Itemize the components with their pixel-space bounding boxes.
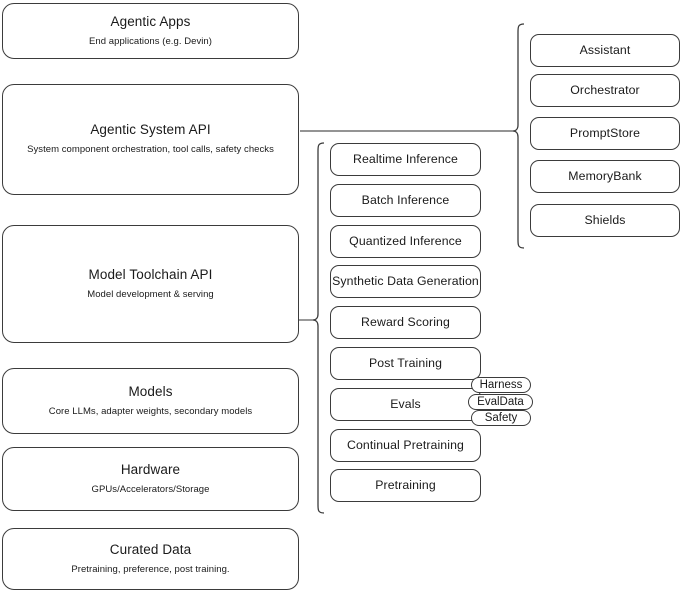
layer-subtitle: Core LLMs, adapter weights, secondary mo…: [48, 405, 253, 417]
layer-title: Models: [128, 383, 173, 399]
capability-box-synthetic-data-generation[interactable]: Synthetic Data Generation: [330, 265, 481, 298]
capability-box-reward-scoring[interactable]: Reward Scoring: [330, 306, 481, 339]
eval-pill-evaldata[interactable]: EvalData: [468, 394, 533, 410]
capability-title: Evals: [390, 396, 421, 411]
capability-title: Synthetic Data Generation: [332, 273, 479, 288]
eval-pill-safety[interactable]: Safety: [471, 410, 531, 426]
layer-box-hardware[interactable]: Hardware GPUs/Accelerators/Storage: [2, 447, 299, 511]
layer-subtitle: Model development & serving: [87, 288, 214, 300]
layer-title: Curated Data: [109, 541, 192, 557]
capability-box-batch-inference[interactable]: Batch Inference: [330, 184, 481, 217]
capability-title: Continual Pretraining: [347, 437, 464, 452]
layer-box-agentic-system-api[interactable]: Agentic System API System component orch…: [2, 84, 299, 195]
brace-right: [512, 23, 525, 249]
layer-box-agentic-apps[interactable]: Agentic Apps End applications (e.g. Devi…: [2, 3, 299, 59]
layer-subtitle: Pretraining, preference, post training.: [71, 563, 230, 575]
capability-box-pretraining[interactable]: Pretraining: [330, 469, 481, 502]
capability-title: Post Training: [368, 355, 443, 370]
component-box-assistant[interactable]: Assistant: [530, 34, 680, 67]
layer-box-model-toolchain-api[interactable]: Model Toolchain API Model development & …: [2, 225, 299, 343]
layer-title: Agentic Apps: [110, 13, 191, 29]
component-title: Orchestrator: [570, 82, 640, 97]
capability-title: Realtime Inference: [352, 151, 458, 166]
component-box-promptstore[interactable]: PromptStore: [530, 117, 680, 150]
capability-box-post-training[interactable]: Post Training: [330, 347, 481, 380]
layer-title: Agentic System API: [90, 122, 211, 138]
component-box-shields[interactable]: Shields: [530, 204, 680, 237]
layer-subtitle: GPUs/Accelerators/Storage: [91, 483, 210, 495]
component-box-memorybank[interactable]: MemoryBank: [530, 160, 680, 193]
capability-box-quantized-inference[interactable]: Quantized Inference: [330, 225, 481, 258]
layer-title: Hardware: [120, 461, 181, 477]
layer-subtitle: End applications (e.g. Devin): [89, 35, 212, 47]
component-title: MemoryBank: [568, 168, 642, 183]
eval-pill-harness[interactable]: Harness: [471, 377, 531, 393]
component-box-orchestrator[interactable]: Orchestrator: [530, 74, 680, 107]
component-title: Assistant: [579, 42, 631, 57]
component-title: PromptStore: [569, 125, 641, 140]
capability-title: Pretraining: [375, 477, 436, 492]
capability-box-continual-pretraining[interactable]: Continual Pretraining: [330, 429, 481, 462]
component-title: Shields: [584, 212, 626, 227]
brace-middle: [312, 142, 325, 514]
layer-box-models[interactable]: Models Core LLMs, adapter weights, secon…: [2, 368, 299, 434]
layer-subtitle: System component orchestration, tool cal…: [27, 144, 274, 156]
layer-title: Model Toolchain API: [88, 266, 213, 282]
capability-box-evals[interactable]: Evals: [330, 388, 481, 421]
layer-box-curated-data[interactable]: Curated Data Pretraining, preference, po…: [2, 528, 299, 590]
capability-box-realtime-inference[interactable]: Realtime Inference: [330, 143, 481, 176]
capability-title: Quantized Inference: [349, 233, 462, 248]
capability-title: Batch Inference: [361, 192, 450, 207]
capability-title: Reward Scoring: [361, 314, 450, 329]
